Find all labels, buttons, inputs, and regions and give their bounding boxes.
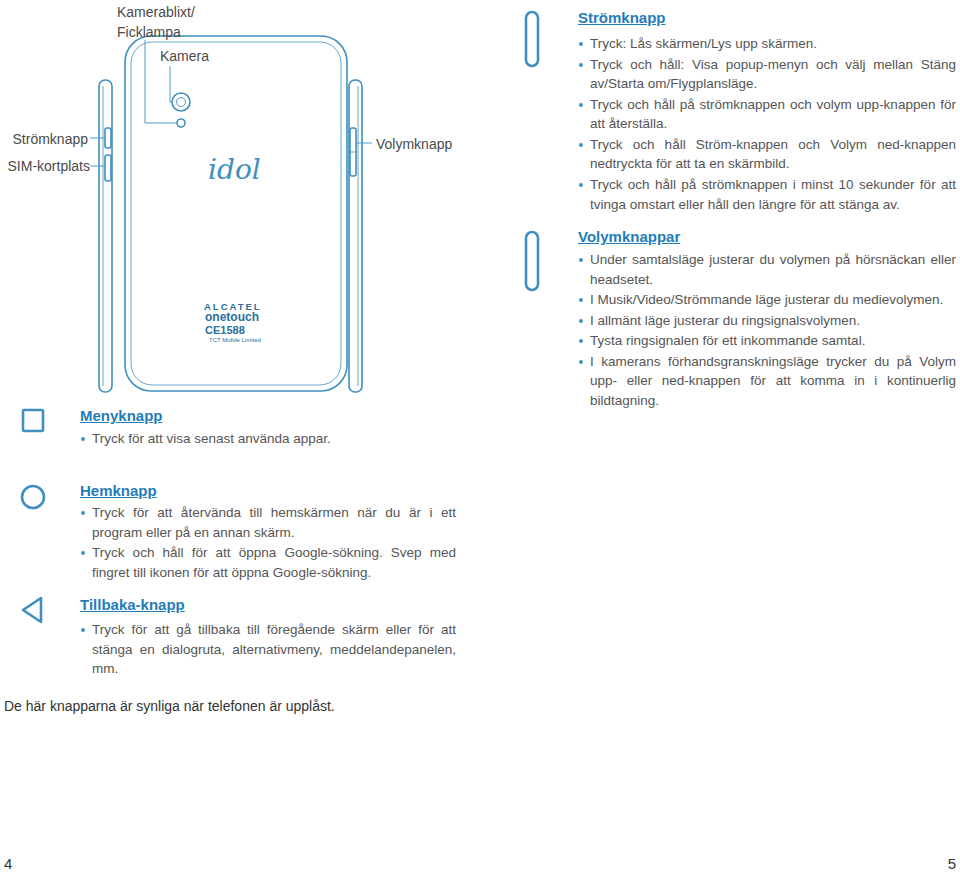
- bullet-item: Tryck för att återvända till hemskärmen …: [92, 503, 456, 542]
- camera-lens: [172, 93, 190, 111]
- bullet-item: I Musik/Video/Strömmande läge justerar d…: [590, 290, 956, 310]
- bullet-dot: [579, 258, 583, 262]
- callout-label: Kamerablixt/ Ficklampa: [117, 2, 227, 43]
- bullet-item: Tryck och håll Ström-knappen och Volym n…: [590, 135, 956, 174]
- note-text: De här knapparna är synliga när telefone…: [4, 696, 424, 716]
- bullet-dot: [81, 551, 85, 555]
- bullet-dot: [579, 42, 583, 46]
- sim-slot: [105, 155, 111, 181]
- callout-label: Strömknapp: [0, 129, 88, 149]
- callout-label: SIM-kortplats: [0, 156, 90, 176]
- logo-text: idol: [208, 150, 268, 191]
- bullet-dot: [579, 298, 583, 302]
- phone-side-left: [99, 80, 112, 392]
- bullet-dot: [579, 319, 583, 323]
- bullet-item: Tryck och håll för att öppna Google-sökn…: [92, 543, 456, 582]
- bullet-item: Tryck och håll på strömknappen och volym…: [590, 95, 956, 134]
- bullet-item: Under samtalsläge justerar du volymen på…: [590, 250, 956, 289]
- side-edge-line: [358, 86, 359, 386]
- certification-mark: CE1588: [205, 324, 275, 336]
- leader-line: [90, 138, 104, 139]
- bullet-item: I kamerans förhandsgranskningsläge tryck…: [590, 352, 956, 411]
- key-icons: [22, 12, 538, 622]
- bullet-item: Tryck: Lås skärmen/Lys upp skärmen.: [590, 34, 956, 54]
- page-number: 4: [4, 853, 34, 875]
- bullet-dot: [579, 360, 583, 364]
- manufacturer-text: TCT Mobile Limited: [209, 337, 279, 344]
- phone-outline: [99, 36, 362, 392]
- bullet-dot: [579, 183, 583, 187]
- bullet-dot: [81, 437, 85, 441]
- section-heading: Tillbaka-knapp: [80, 594, 280, 616]
- bullet-dot: [579, 63, 583, 67]
- camera-lens-inner: [177, 98, 186, 107]
- bullet-dot: [579, 103, 583, 107]
- section-heading: Menyknapp: [80, 405, 280, 427]
- page-number: 5: [930, 853, 956, 875]
- phone-side-right: [349, 80, 362, 392]
- side-edge-line: [103, 86, 104, 386]
- section-heading: Volymknappar: [578, 226, 778, 248]
- phone-back: [125, 36, 347, 391]
- leader-lines: [90, 40, 372, 166]
- bullet-item: I allmänt läge justerar du ringsignalsvo…: [590, 311, 956, 331]
- bullet-item: Tryck för att visa senast använda appar.: [92, 429, 422, 449]
- bullet-item: Tryck och håll: Visa popup-menyn och väl…: [590, 55, 956, 94]
- bullet-dot: [81, 511, 85, 515]
- power-key-icon: [526, 12, 538, 66]
- bullet-dot: [81, 628, 85, 632]
- bullet-item: Tysta ringsignalen för ett inkommande sa…: [590, 331, 956, 351]
- section-heading: Strömknapp: [578, 7, 778, 29]
- callout-label: Volymknapp: [376, 134, 476, 154]
- bullet-dot: [579, 339, 583, 343]
- leader-line: [357, 143, 372, 144]
- bullet-dot: [579, 143, 583, 147]
- flash: [177, 119, 185, 127]
- section-heading: Hemknapp: [80, 480, 280, 502]
- leader-line: [170, 66, 171, 102]
- callout-label: Kamera: [160, 46, 230, 66]
- volume-key-icon: [526, 232, 538, 290]
- brand-text: onetouch: [205, 311, 275, 324]
- volume-split: [350, 152, 356, 153]
- bullet-item: Tryck och håll på strömknappen i minst 1…: [590, 175, 956, 214]
- power-button: [105, 128, 111, 148]
- leader-line: [90, 166, 104, 167]
- home-key-icon: [22, 486, 44, 508]
- volume-button: [350, 128, 356, 176]
- back-key-icon: [23, 598, 41, 622]
- phone-back-inner: [131, 42, 341, 385]
- menu-key-icon: [23, 410, 43, 431]
- bullet-item: Tryck för att gå tillbaka till föregåend…: [92, 620, 456, 679]
